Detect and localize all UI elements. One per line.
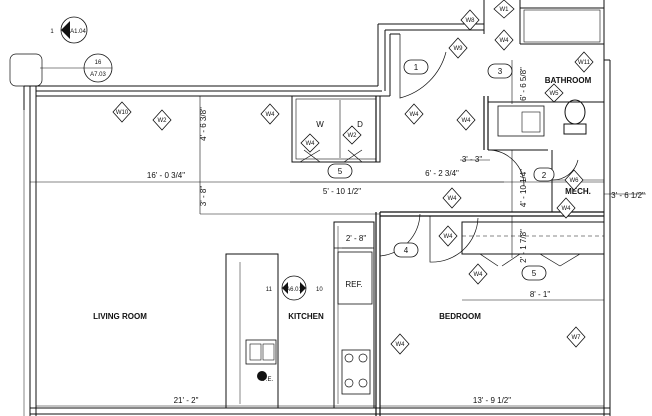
window-tag: W4 <box>556 197 576 219</box>
svg-text:1: 1 <box>414 63 419 72</box>
fire-extinguisher-label: F.E. <box>263 377 274 383</box>
dimension-text: 3' - 3" <box>462 155 483 164</box>
svg-text:W1: W1 <box>500 7 510 13</box>
door-tag: 5 <box>521 265 547 281</box>
svg-text:W4: W4 <box>444 234 454 240</box>
dimension-text: 2' - 1 7/8" <box>519 229 528 263</box>
window-tag: W9 <box>448 37 468 59</box>
dimension-text: 4' - 6 3/8" <box>199 107 208 141</box>
callout-right: 10 <box>316 287 323 293</box>
window-tag: W4 <box>260 103 280 125</box>
window-tag: W4 <box>404 103 424 125</box>
callout-ref: A6.01 <box>286 287 302 293</box>
callout-ref: A1.04 <box>70 29 86 35</box>
svg-text:W4: W4 <box>306 141 316 147</box>
window-tag: W2 <box>152 109 172 131</box>
svg-text:4: 4 <box>404 246 409 255</box>
svg-text:W4: W4 <box>396 342 406 348</box>
window-tag: W5 <box>544 83 564 103</box>
window-tag: W4 <box>300 133 320 153</box>
svg-text:W7: W7 <box>572 335 582 341</box>
dimension-text: 21' - 2" <box>174 396 199 405</box>
svg-text:W4: W4 <box>500 38 510 44</box>
refrigerator-label: REF. <box>345 280 362 289</box>
svg-text:5: 5 <box>338 167 343 176</box>
door-tag: 1 <box>403 59 429 75</box>
door-tag: 4 <box>393 242 419 258</box>
callout-a703: 16 A7.03 <box>9 53 113 87</box>
window-tag: W4 <box>438 225 458 247</box>
svg-text:W5: W5 <box>550 91 560 97</box>
svg-text:W2: W2 <box>158 118 168 124</box>
room-label-kitchen: KITCHEN <box>288 312 324 321</box>
room-label-mech: MECH. <box>565 187 591 196</box>
dimension-text: 6' - 2 3/4" <box>425 169 459 178</box>
washer-label: W <box>316 120 324 129</box>
svg-text:3: 3 <box>498 67 503 76</box>
callout-a104: 1 A1.04 <box>50 16 88 44</box>
exterior-walls <box>23 0 611 416</box>
callout-num: 1 <box>50 29 54 35</box>
svg-text:W11: W11 <box>578 60 591 66</box>
dimension-text: 3' - 8" <box>199 186 208 207</box>
svg-text:W4: W4 <box>266 112 276 118</box>
svg-text:W6: W6 <box>570 178 580 184</box>
window-tag: W4 <box>442 187 462 209</box>
dryer-label: D <box>357 120 363 129</box>
window-tag: W4 <box>456 109 476 131</box>
room-label-living: LIVING ROOM <box>93 312 147 321</box>
svg-text:W10: W10 <box>116 110 129 116</box>
door-tag: 3 <box>487 63 513 79</box>
callout-num: 16 <box>95 60 102 66</box>
room-label-bathroom: BATHROOM <box>545 76 592 85</box>
svg-text:W4: W4 <box>462 118 472 124</box>
callout-a601: A6.01 11 10 <box>266 275 323 301</box>
svg-text:W4: W4 <box>474 272 484 278</box>
bathroom-fixtures <box>497 9 601 137</box>
door-tag: 2 <box>533 167 555 182</box>
dimension-text: 16' - 0 3/4" <box>147 171 185 180</box>
svg-text:W4: W4 <box>448 196 458 202</box>
dimension-text: 4' - 10 1/4" <box>519 169 528 207</box>
window-tag: W4 <box>390 333 410 355</box>
window-tag: W7 <box>566 326 586 348</box>
toilet-icon <box>564 99 586 125</box>
dimension-text: 5' - 10 1/2" <box>323 187 361 196</box>
window-tag: W1 <box>493 0 515 19</box>
svg-text:W8: W8 <box>466 18 476 24</box>
door-tag: 5 <box>327 163 353 179</box>
window-tag: W2 <box>342 125 362 145</box>
window-tag: W10 <box>112 101 132 123</box>
window-tag: W11 <box>574 51 594 73</box>
dimension-text: 8' - 1" <box>530 290 551 299</box>
window-tag: W4 <box>468 263 488 285</box>
dimension-text: 13' - 9 1/2" <box>473 396 511 405</box>
room-label-bedroom: BEDROOM <box>439 312 481 321</box>
svg-text:W9: W9 <box>454 46 464 52</box>
dimension-text: 6' - 6 5/8" <box>519 67 528 101</box>
dimension-text: 3' - 6 1/2" <box>611 191 645 200</box>
callout-left: 11 <box>266 287 273 293</box>
dimension-lines <box>30 60 646 407</box>
fire-extinguisher-icon <box>257 371 267 381</box>
window-tag: W6 <box>564 169 584 191</box>
callout-ref: A7.03 <box>90 72 106 78</box>
svg-text:W4: W4 <box>562 206 572 212</box>
window-tag: W4 <box>494 29 514 51</box>
window-tag: W8 <box>460 9 480 31</box>
svg-text:W4: W4 <box>410 112 420 118</box>
svg-text:W2: W2 <box>348 133 358 139</box>
svg-text:5: 5 <box>532 269 537 278</box>
svg-text:2: 2 <box>542 171 547 180</box>
dimension-text: 2' - 8" <box>346 234 367 243</box>
